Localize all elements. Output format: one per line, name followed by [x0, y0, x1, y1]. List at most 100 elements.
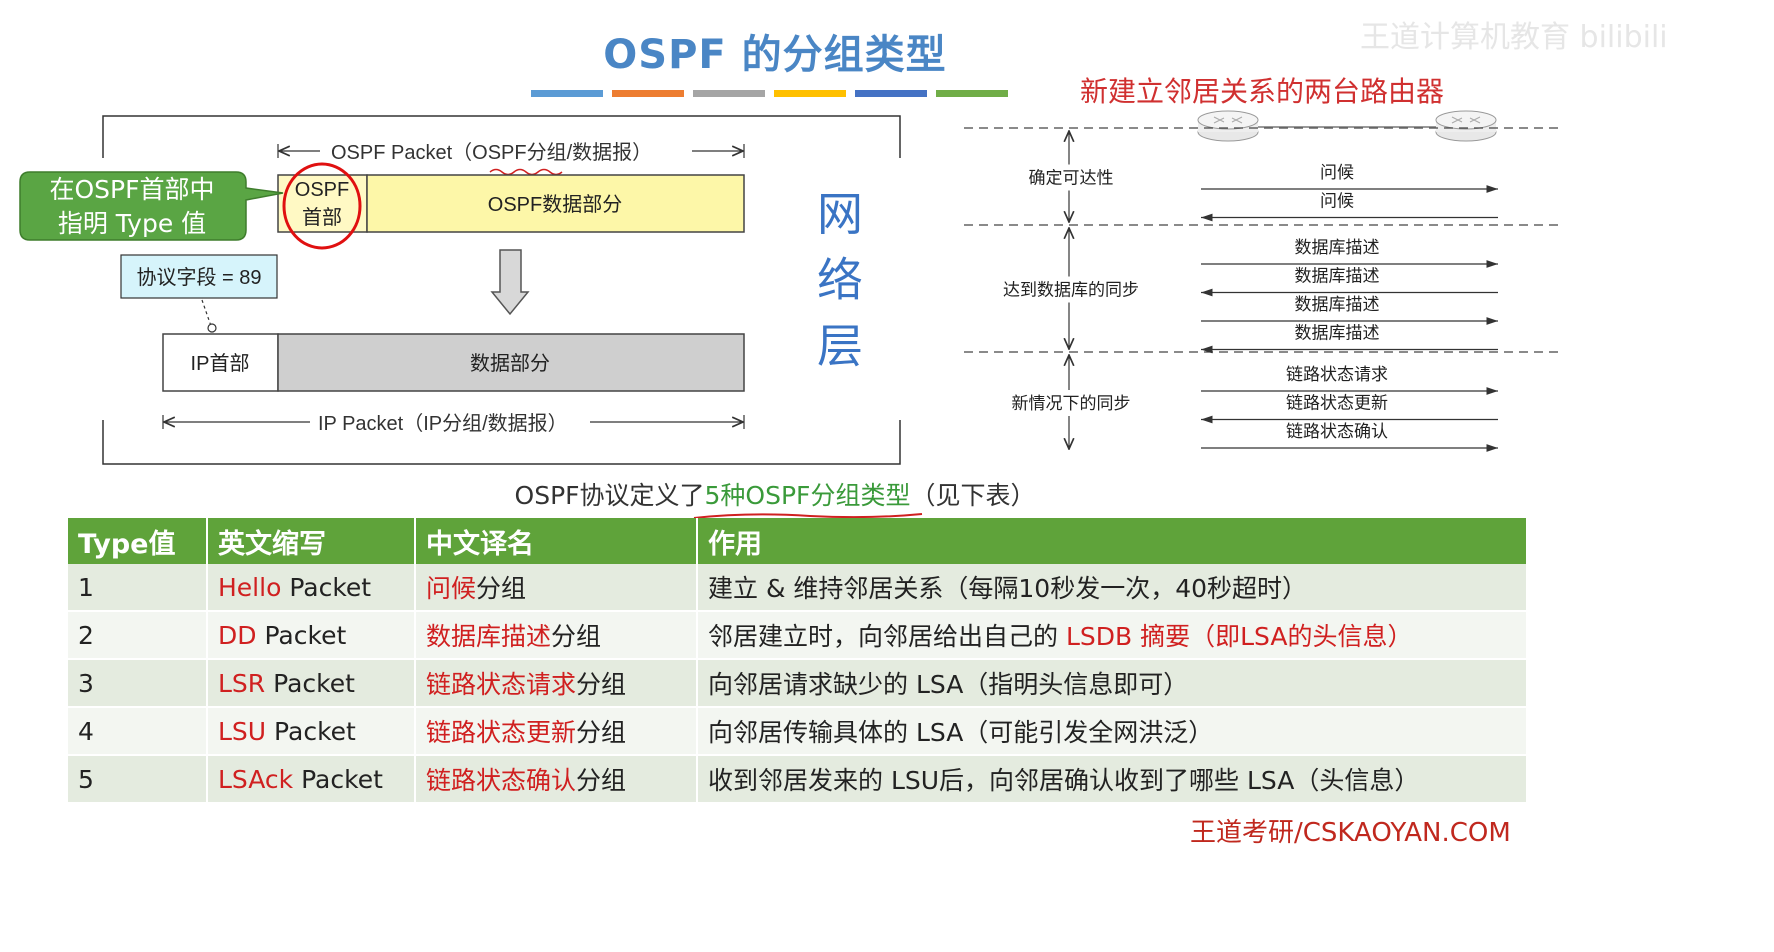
protocol-field-pointer	[201, 299, 212, 327]
ip-data-label: 数据部分	[470, 352, 550, 375]
cell-desc: 建立 & 维持邻居关系（每隔10秒发一次，40秒超时）	[697, 564, 1528, 612]
table-intro: OSPF协议定义了5种OSPF分组类型（见下表）	[0, 476, 1550, 512]
ip-header-label: IP首部	[191, 352, 250, 375]
table-header-row: Type值 英文缩写 中文译名 作用	[68, 518, 1528, 564]
message-label: 问候	[1320, 163, 1354, 183]
cell-text: 1	[78, 572, 94, 602]
cell-type: 4	[68, 707, 208, 756]
table-row: 1 Hello Packet 问候分组 建立 & 维持邻居关系（每隔10秒发一次，40…	[68, 564, 1528, 612]
col-header-desc: 作用	[697, 518, 1528, 564]
cell-type: 3	[68, 659, 208, 708]
ospf-header-line2: 首部	[302, 206, 342, 229]
cell-desc: 邻居建立时，向邻居给出自己的 LSDB 摘要（即LSA的头信息）	[697, 611, 1528, 660]
type-callout: 在OSPF首部中 指明 Type 值	[19, 171, 284, 241]
cell-text: 链路状态更新	[426, 718, 577, 747]
cell-text: 链路状态请求	[426, 670, 577, 699]
ospf-header-circle	[282, 162, 362, 250]
phase-label: 新情况下的同步	[1012, 394, 1131, 414]
page-title: OSPF 的分组类型	[603, 32, 947, 78]
cell-cn: 链路状态请求分组	[415, 659, 698, 708]
color-bar	[693, 90, 765, 97]
table-intro-highlight: 5种OSPF分组类型	[704, 481, 911, 510]
cell-text: 数据库描述	[426, 622, 552, 651]
message-label: 链路状态确认	[1286, 422, 1388, 442]
phase-label: 确定可达性	[1029, 169, 1114, 189]
message-label: 链路状态请求	[1286, 365, 1388, 385]
cell-desc: 收到邻居发来的 LSU后，向邻居确认收到了哪些 LSA（头信息）	[697, 755, 1528, 804]
message-label: 数据库描述	[1295, 324, 1380, 344]
cell-text: LSR	[218, 668, 266, 698]
layer-label-2: 络	[817, 253, 863, 307]
cell-text: 邻居建立时，向邻居给出自己的	[708, 622, 1066, 651]
cell-text: 2	[78, 620, 94, 650]
cell-text: 分组	[576, 670, 627, 699]
cell-text: 建立 & 维持邻居关系（每隔10秒发一次，40秒超时）	[708, 574, 1308, 603]
ospf-header-box	[277, 174, 368, 233]
ospf-header-line1: OSPF	[295, 179, 349, 201]
cell-text: Hello	[218, 572, 282, 602]
cell-type: 1	[68, 564, 208, 612]
color-bar	[612, 90, 684, 97]
cell-text: 链路状态确认	[426, 766, 577, 795]
message-label: 数据库描述	[1295, 238, 1380, 258]
cell-text: 分组	[576, 718, 627, 747]
cell-text: Packet	[281, 572, 372, 602]
cell-text: 3	[78, 668, 94, 698]
cell-cn: 数据库描述分组	[415, 611, 698, 660]
cell-text: 收到邻居发来的 LSU后，向邻居确认收到了哪些 LSA（头信息）	[708, 766, 1420, 795]
col-header-type: Type值	[68, 518, 208, 564]
cell-text: 分组	[576, 766, 627, 795]
cell-text: Packet	[266, 716, 356, 746]
message-label: 数据库描述	[1295, 295, 1380, 315]
protocol-field-label: 协议字段 = 89	[136, 266, 261, 289]
cell-cn: 链路状态更新分组	[415, 707, 698, 756]
ip-data-box	[277, 333, 745, 392]
encapsulation-arrow-icon	[490, 249, 530, 316]
watermark: 王道计算机教育 bilibili	[1360, 20, 1668, 55]
cell-abbr: LSAck Packet	[207, 755, 416, 804]
cell-abbr: LSU Packet	[207, 707, 416, 756]
cell-text: 分组	[476, 574, 527, 603]
table-intro-suffix: （见下表）	[910, 481, 1036, 510]
col-header-cn: 中文译名	[415, 518, 698, 564]
cell-text: DD	[218, 620, 257, 650]
cell-text: 分组	[551, 622, 602, 651]
cell-type: 2	[68, 611, 208, 660]
cell-abbr: DD Packet	[207, 611, 416, 660]
router-left-icon	[1197, 110, 1259, 142]
cell-text: LSDB 摘要（即LSA的头信息）	[1065, 622, 1413, 651]
cell-desc: 向邻居传输具体的 LSA（可能引发全网洪泛）	[697, 707, 1528, 756]
highlight-underline	[693, 513, 923, 519]
message-label: 问候	[1320, 192, 1354, 212]
cell-text: Packet	[265, 668, 355, 698]
ip-header-box	[162, 333, 279, 392]
layer-label-1: 网	[817, 187, 863, 241]
protocol-field-box	[120, 254, 278, 299]
callout-line1: 在OSPF首部中	[49, 175, 214, 204]
color-bar	[774, 90, 846, 97]
cell-text: 5	[78, 764, 94, 794]
ospf-data-label: OSPF数据部分	[488, 193, 622, 216]
cell-text: 向邻居请求缺少的 LSA（指明头信息即可）	[708, 670, 1189, 699]
ip-packet-dimension: IP Packet（IP分组/数据报）	[162, 412, 745, 435]
footer-brand: 王道考研/CSKAOYAN.COM	[1190, 818, 1511, 848]
cell-desc: 向邻居请求缺少的 LSA（指明头信息即可）	[697, 659, 1528, 708]
message-label: 链路状态更新	[1286, 394, 1388, 414]
network-layer-frame	[102, 115, 901, 465]
color-bar	[855, 90, 927, 97]
cell-text: 问候	[426, 574, 477, 603]
ip-packet-label: IP Packet（IP分组/数据报）	[318, 412, 568, 435]
ospf-packet-label: OSPF Packet（OSPF分组/数据报）	[331, 141, 652, 164]
packet-diagram: OSPF Packet（OSPF分组/数据报） OSPF 首部 OSPF数据部分…	[19, 110, 1558, 465]
color-bar	[531, 90, 603, 97]
cell-text: LSAck	[218, 764, 294, 794]
color-bar	[936, 90, 1008, 97]
cell-type: 5	[68, 755, 208, 804]
cell-cn: 链路状态确认分组	[415, 755, 698, 804]
layer-label-3: 层	[817, 319, 863, 373]
